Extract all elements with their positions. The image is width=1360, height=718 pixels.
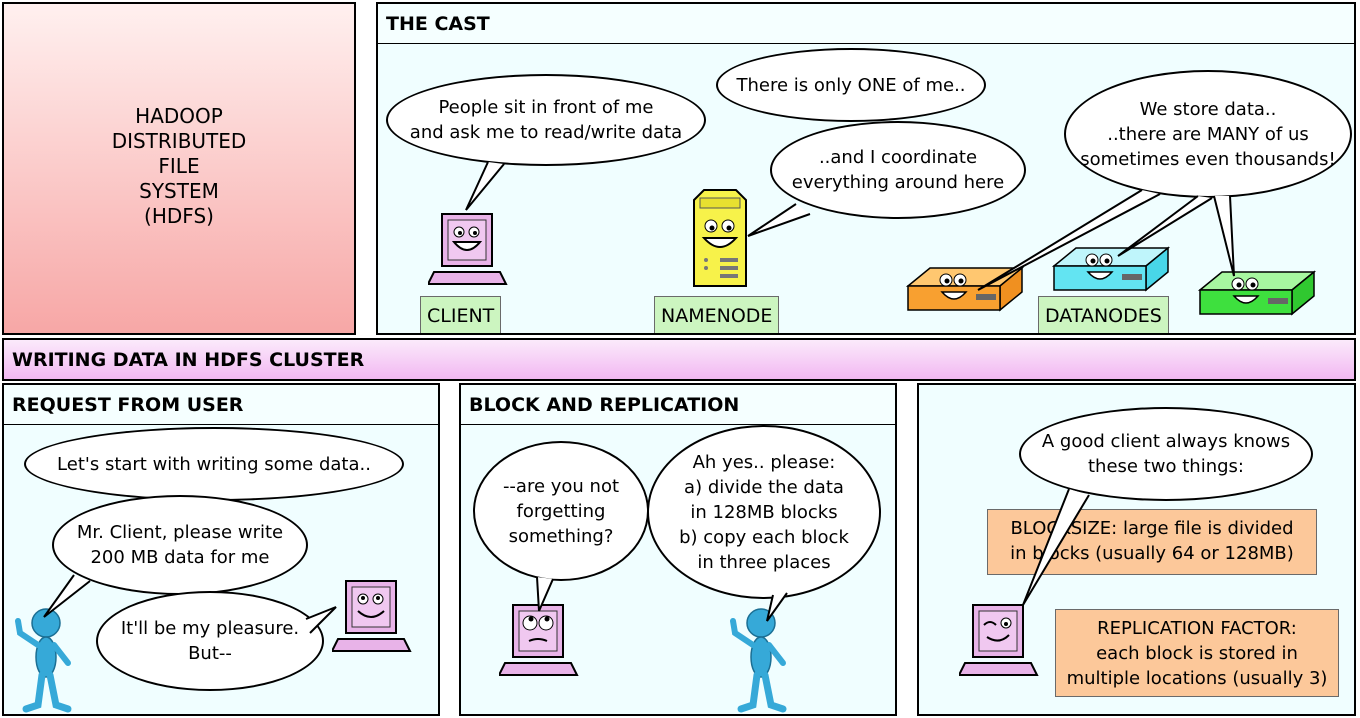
cast-speech-tails <box>465 161 1235 291</box>
knowledge-speech-tail <box>1022 488 1090 606</box>
client-laptop-thinking-icon <box>499 604 579 676</box>
client-laptop-icon <box>332 580 412 652</box>
section-banner: WRITING DATA IN HDFS CLUSTER <box>2 338 1356 381</box>
request-panel: REQUEST FROM USER Let's start with writi… <box>2 383 440 716</box>
client-laptop-winking-icon <box>959 604 1039 676</box>
block-speech-tails <box>536 576 788 622</box>
client-label: CLIENT <box>420 296 502 333</box>
section-banner-title: WRITING DATA IN HDFS CLUSTER <box>12 349 365 371</box>
datanode-green-icon <box>1198 270 1317 316</box>
namenode-server-icon <box>693 189 747 287</box>
replication-factor-note: REPLICATION FACTOR: each block is stored… <box>1055 609 1339 697</box>
user-stick-figure-icon <box>730 608 787 713</box>
client-laptop-icon <box>428 213 508 285</box>
user-instruction-bubble: Ah yes.. please: a) divide the data in 1… <box>647 425 881 599</box>
request-speech-tails <box>43 574 337 634</box>
namenode-label: NAMENODE <box>654 296 780 333</box>
request-header: REQUEST FROM USER <box>4 385 438 425</box>
namenode-speech-bubble-2: ..and I coordinate everything around her… <box>770 121 1026 219</box>
client-speech-bubble-reply: It'll be my pleasure. But-- <box>96 591 324 691</box>
client-knowledge-panel: A good client always knows these two thi… <box>917 383 1356 716</box>
title-panel: HADOOP DISTRIBUTED FILE SYSTEM (HDFS) <box>2 2 356 335</box>
datanode-orange-icon <box>906 266 1025 312</box>
cast-panel: THE CAST People sit in front of me and a… <box>376 2 1356 335</box>
block-replication-panel: BLOCK AND REPLICATION --are you not forg… <box>459 383 897 716</box>
user-stick-figure-icon <box>15 608 72 713</box>
block-replication-header: BLOCK AND REPLICATION <box>461 385 895 425</box>
client-question-bubble: --are you not forgetting something? <box>473 441 649 581</box>
namenode-speech-bubble-1: There is only ONE of me.. <box>716 48 986 122</box>
title-text: HADOOP DISTRIBUTED FILE SYSTEM (HDFS) <box>111 104 247 228</box>
cast-header: THE CAST <box>378 4 1354 44</box>
datanode-cyan-icon <box>1052 246 1171 292</box>
datanodes-speech-bubble: We store data.. ..there are MANY of us s… <box>1064 70 1352 198</box>
client-knowledge-bubble: A good client always knows these two thi… <box>1019 407 1313 501</box>
user-speech-bubble-2: Mr. Client, please write 200 MB data for… <box>52 495 308 595</box>
client-speech-bubble: People sit in front of me and ask me to … <box>386 74 706 166</box>
datanodes-label: DATANODES <box>1038 296 1169 333</box>
